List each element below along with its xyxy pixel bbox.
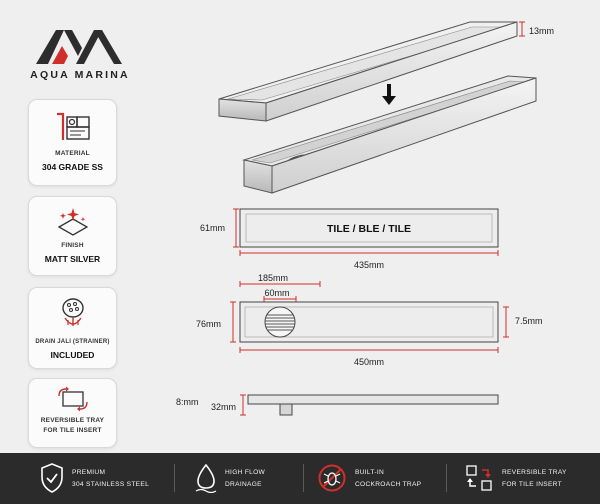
front-width-label: 435mm [354, 260, 384, 270]
finish-card: FINISH MATT SILVER [28, 196, 117, 276]
finish-value: MATT SILVER [44, 254, 101, 264]
finish-sparkle-icon [53, 205, 93, 242]
side-outlet-label: 8:mm [176, 397, 199, 407]
material-icon [53, 110, 93, 149]
feature-divider [303, 464, 304, 492]
front-view-label: TILE / BLE / TILE [327, 223, 411, 235]
brand-name: AQUA MARINA [30, 69, 130, 81]
reversible-sub: FOR TILE INSERT [43, 427, 102, 434]
material-label: MATERIAL [55, 150, 90, 157]
drain-jali-label: DRAIN JALI (STRAINER) [35, 339, 110, 345]
reversible-label: REVERSIBLE TRAY [40, 417, 105, 424]
inner-height-label: 7.5mm [515, 316, 543, 326]
feature-divider [446, 464, 447, 492]
tile-tray [218, 21, 518, 122]
top-view [239, 301, 499, 343]
drain-channel [242, 75, 537, 194]
feature-premium-text: PREMIUM 304 STAINLESS STEEL [72, 469, 150, 488]
material-value: 304 GRADE SS [42, 162, 103, 172]
reversible-tray-icon [464, 463, 494, 498]
front-view [239, 208, 499, 248]
reversible-card: REVERSIBLE TRAY FOR TILE INSERT [28, 378, 117, 448]
side-height-label: 32mm [211, 402, 236, 412]
top-length-label: 450mm [354, 357, 384, 367]
feature-high-flow-text: HIGH FLOW DRAINAGE [225, 469, 266, 488]
finish-label: FINISH [61, 242, 84, 249]
drain-jali-card: DRAIN JALI (STRAINER) INCLUDED [28, 287, 117, 369]
feature-cockroach-text: BUILT-IN COCKROACH TRAP [355, 469, 422, 488]
grate-diameter-label: 60mm [264, 288, 289, 298]
shield-check-icon [40, 463, 64, 498]
water-drop-icon [195, 463, 217, 498]
drain-jali-icon [53, 296, 93, 335]
reversible-arrows-icon [55, 386, 91, 417]
down-arrow-icon [382, 84, 396, 105]
no-cockroach-icon [317, 463, 347, 498]
brand-logo [34, 26, 124, 66]
drain-jali-value: INCLUDED [50, 350, 95, 360]
feature-reversible-text: REVERSIBLE TRAY FOR TILE INSERT [502, 469, 567, 488]
top-height-label: 76mm [196, 319, 221, 329]
feature-divider [174, 464, 175, 492]
front-height-label: 61mm [200, 223, 225, 233]
material-card: MATERIAL 304 GRADE SS [28, 99, 117, 186]
side-view [247, 394, 499, 416]
grate-offset-label: 185mm [258, 273, 288, 283]
feature-bar: PREMIUM 304 STAINLESS STEEL HIGH FLOW DR… [0, 453, 600, 504]
tray-depth-label: 13mm [529, 26, 554, 36]
